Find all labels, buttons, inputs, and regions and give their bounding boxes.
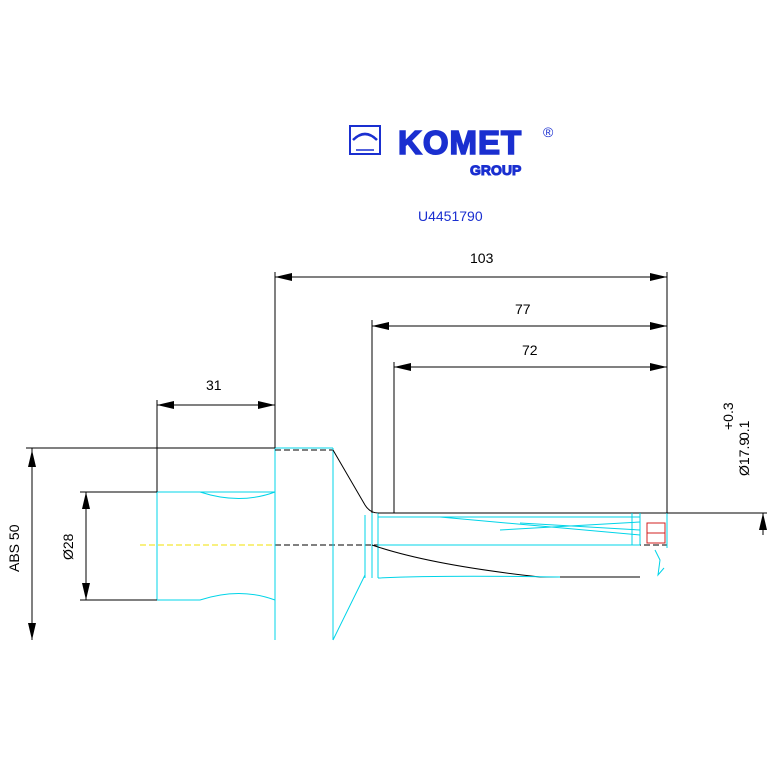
- dim-31-label: 31: [206, 377, 222, 393]
- komet-emblem-icon: [349, 125, 381, 155]
- tool-body-outline: [371, 512, 668, 579]
- dim-103-label: 103: [470, 250, 494, 266]
- cutting-insert: [646, 522, 666, 544]
- dimension-abs50: ABS 50: [6, 447, 275, 640]
- dimension-72: 72: [393, 342, 667, 513]
- dim-72-label: 72: [522, 342, 538, 358]
- dimension-103: 103: [274, 250, 668, 513]
- logo-brand: KOMET: [398, 124, 522, 161]
- part-number: U4451790: [418, 208, 483, 224]
- dimension-d28: Ø28: [60, 491, 157, 601]
- dim-abs50-label: ABS 50: [6, 524, 22, 572]
- dimension-d179: Ø17.9 0.1 +0.3: [667, 402, 767, 535]
- flange-outline: [275, 447, 379, 641]
- dimension-77: 77: [371, 301, 667, 513]
- dim-77-label: 77: [515, 301, 531, 317]
- dimension-31: 31: [156, 377, 275, 492]
- dim-d179-label: Ø17.9: [736, 438, 752, 476]
- dim-d28-label: Ø28: [60, 533, 76, 560]
- logo-sub: GROUP: [470, 162, 521, 178]
- dim-d179-tol-upper: +0.3: [720, 402, 736, 430]
- dim-d179-tol-lower: 0.1: [736, 420, 752, 440]
- logo-registered-mark: ®: [543, 124, 554, 140]
- shank-outline: [156, 448, 276, 640]
- komet-logo: KOMET ® GROUP: [349, 123, 554, 179]
